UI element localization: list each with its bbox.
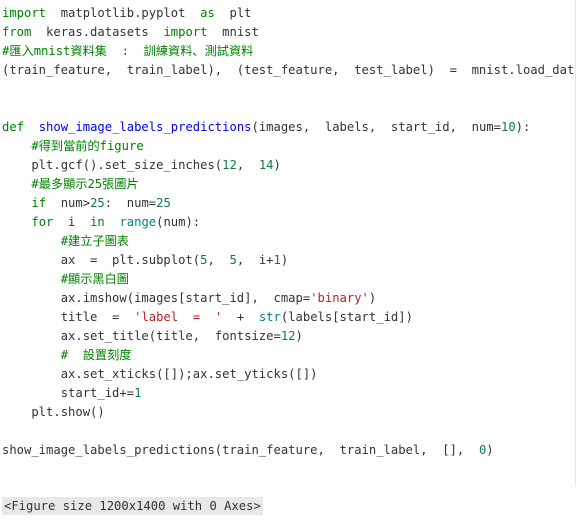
code-token: ):: [515, 120, 531, 134]
code-token: mnist: [207, 25, 259, 39]
code-token: 5: [229, 253, 237, 267]
code-token: 25: [156, 196, 171, 210]
code-token: #建立子圖表: [60, 234, 129, 248]
code-token: ): [280, 253, 289, 267]
code-token: plt.gcf().set_size_inches(: [2, 158, 223, 172]
output-area: <Figure size 1200x1400 with 0 Axes>: [0, 494, 576, 520]
code-token: # 設置刻度: [60, 348, 132, 362]
code-token: +: [222, 310, 259, 324]
output-text: <Figure size 1200x1400 with 0 Axes>: [2, 497, 263, 515]
code-token: (images, labels, start_id, num=: [251, 120, 501, 134]
code-token: from: [2, 25, 32, 39]
code-line: plt.gcf().set_size_inches(12, 14): [2, 156, 575, 175]
code-token: (train_feature, train_label), (test_feat…: [2, 63, 576, 77]
code-line: #顯示黑白圖: [2, 270, 575, 289]
code-token: [2, 272, 61, 286]
code-token: if: [31, 196, 47, 210]
code-token: , i+: [236, 253, 274, 267]
code-token: 12: [280, 329, 296, 343]
code-line: [2, 99, 575, 118]
code-token: start_id+=: [2, 386, 135, 400]
code-token: #最多顯示25張圖片: [31, 177, 139, 191]
code-token: title =: [2, 310, 135, 324]
code-token: ): [295, 329, 303, 343]
code-token: import: [2, 6, 47, 20]
code-line: #匯入mnist資料集 : 訓練資料、測試資料: [2, 42, 575, 61]
code-token: [2, 215, 31, 229]
code-line: #得到當前的figure: [2, 137, 575, 156]
code-token: range: [119, 215, 157, 229]
code-token: ax.imshow(images[start_id], cmap=: [2, 291, 311, 305]
code-line: [2, 422, 575, 441]
code-token: [24, 120, 39, 134]
code-token: matplotlib.pyplot: [46, 6, 201, 20]
code-token: #顯示黑白圖: [60, 272, 129, 286]
code-token: ,: [236, 158, 259, 172]
code-token: i: [53, 215, 91, 229]
code-token: ax.set_title(title, fontsize=: [2, 329, 281, 343]
code-token: (num):: [156, 215, 201, 229]
code-token: in: [90, 215, 105, 229]
code-line: ax.imshow(images[start_id], cmap='binary…: [2, 289, 575, 308]
code-token: num>: [46, 196, 91, 210]
code-token: 10: [500, 120, 516, 134]
code-line: plt.show(): [2, 403, 575, 422]
code-line: def show_image_labels_predictions(images…: [2, 118, 575, 137]
code-token: [2, 234, 61, 248]
code-token: #得到當前的figure: [31, 139, 144, 153]
code-token: #匯入mnist資料集 : 訓練資料、測試資料: [2, 44, 254, 58]
code-token: [2, 348, 61, 362]
code-token: ): [486, 443, 494, 457]
code-token: plt: [214, 6, 252, 20]
code-line: from keras.datasets import mnist: [2, 23, 575, 42]
code-token: 'binary': [310, 291, 369, 305]
code-line: start_id+=1: [2, 384, 575, 403]
code-token: keras.datasets: [31, 25, 164, 39]
code-token: : num=: [104, 196, 157, 210]
code-token: plt.show(): [2, 405, 105, 419]
code-line: if num>25: num=25: [2, 194, 575, 213]
code-line: title = 'label = ' + str(labels[start_id…: [2, 308, 575, 327]
code-token: 14: [258, 158, 274, 172]
code-token: ,: [207, 253, 230, 267]
code-token: def: [2, 120, 25, 134]
code-line: # 設置刻度: [2, 346, 575, 365]
code-line: import matplotlib.pyplot as plt: [2, 4, 575, 23]
code-token: as: [200, 6, 215, 20]
code-token: import: [163, 25, 208, 39]
code-line: ax = plt.subplot(5, 5, i+1): [2, 251, 575, 270]
code-token: 'label = ': [134, 310, 223, 324]
code-token: 12: [222, 158, 237, 172]
code-token: ax = plt.subplot(: [2, 253, 201, 267]
code-token: 5: [200, 253, 208, 267]
code-line: #建立子圖表: [2, 232, 575, 251]
code-token: 1: [273, 253, 281, 267]
code-token: 0: [478, 443, 487, 457]
code-line: (train_feature, train_label), (test_feat…: [2, 61, 576, 80]
code-token: [2, 177, 31, 191]
code-token: [2, 139, 31, 153]
code-token: for: [31, 215, 54, 229]
code-line: [2, 80, 575, 99]
code-token: (labels[start_id]): [280, 310, 413, 324]
code-token: ): [273, 158, 281, 172]
code-token: 1: [134, 386, 142, 400]
code-line: ax.set_xticks([]);ax.set_yticks([]): [2, 365, 575, 384]
code-token: 25: [90, 196, 105, 210]
code-token: ax.set_xticks([]);ax.set_yticks([]): [2, 367, 318, 381]
code-token: str: [258, 310, 281, 324]
code-line: for i in range(num):: [2, 213, 575, 232]
code-token: [2, 196, 31, 210]
code-line: show_image_labels_predictions(train_feat…: [2, 441, 575, 460]
code-token: show_image_labels_predictions: [38, 120, 252, 134]
code-token: show_image_labels_predictions(train_feat…: [2, 443, 479, 457]
code-line: #最多顯示25張圖片: [2, 175, 575, 194]
code-line: ax.set_title(title, fontsize=12): [2, 327, 575, 346]
code-token: [105, 215, 120, 229]
code-token: ): [368, 291, 377, 305]
